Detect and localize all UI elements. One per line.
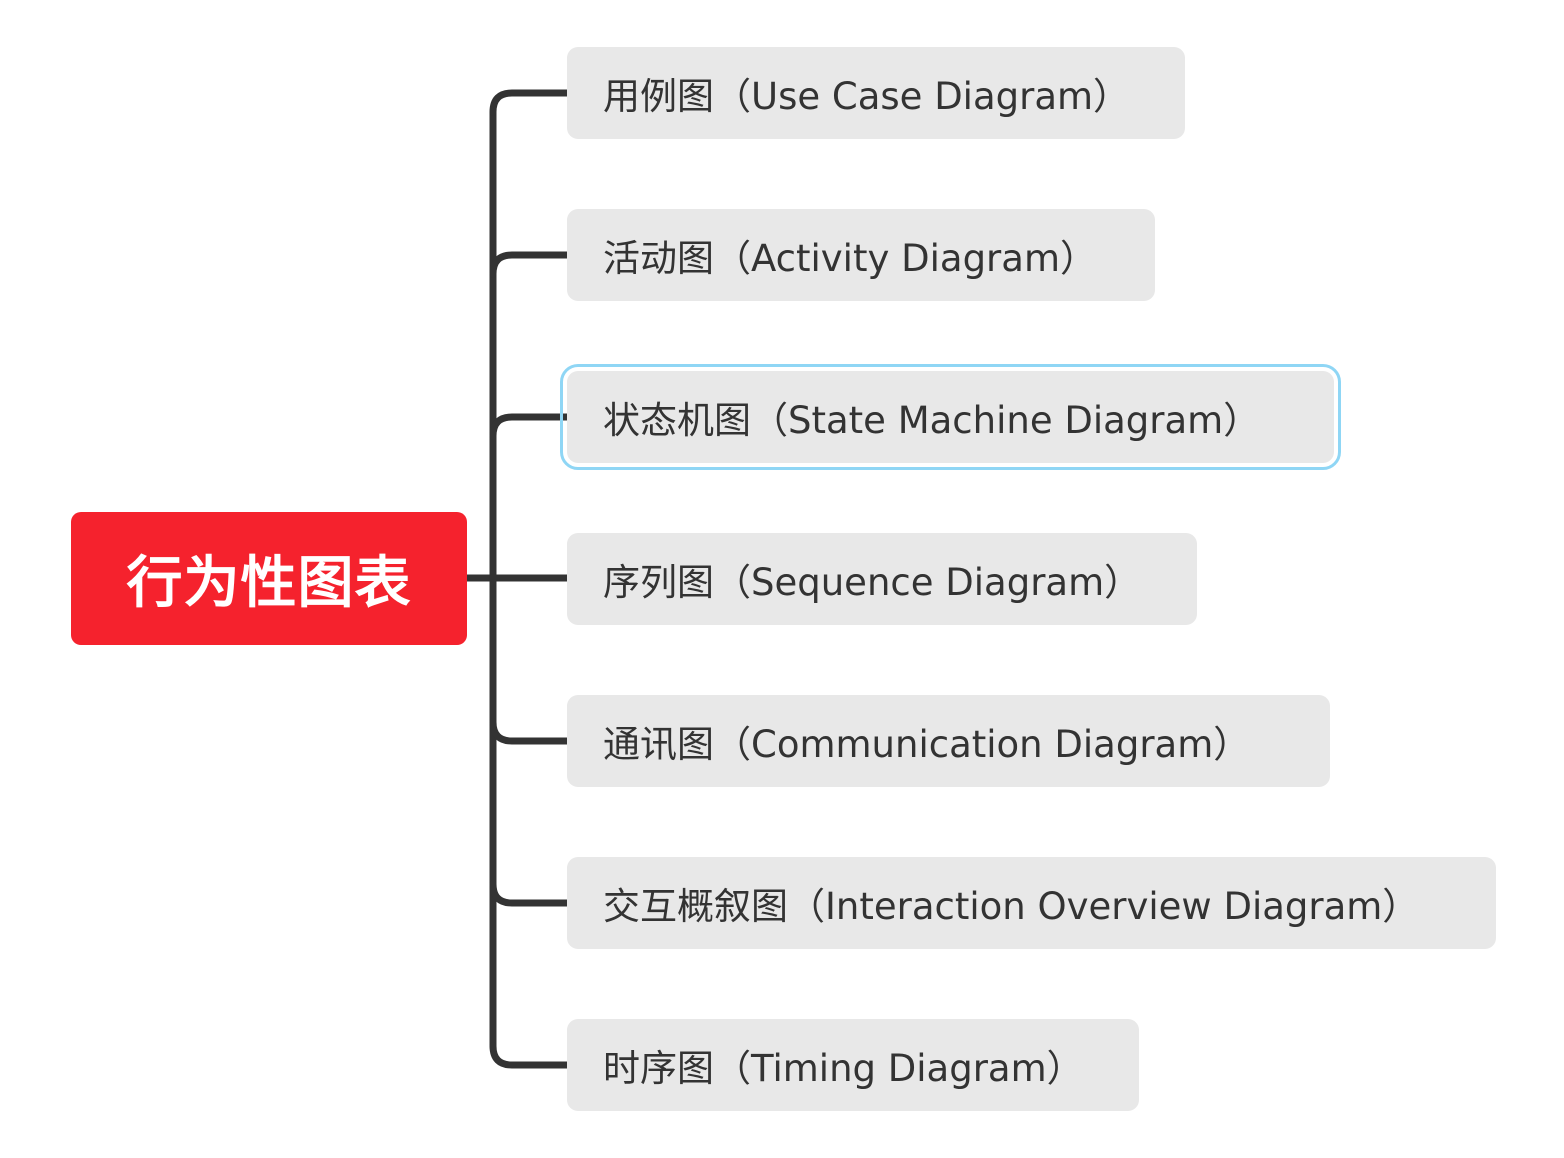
connector-branch-3 [489, 413, 571, 440]
topic-activity-diagram[interactable]: 活动图（Activity Diagram） [567, 209, 1155, 301]
topic-use-case-diagram[interactable]: 用例图（Use Case Diagram） [567, 47, 1185, 139]
connector-branch-7 [489, 1042, 571, 1069]
topic-timing-diagram[interactable]: 时序图（Timing Diagram） [567, 1019, 1139, 1111]
connector-branch-1 [489, 89, 571, 116]
topic-sequence-diagram[interactable]: 序列图（Sequence Diagram） [567, 533, 1197, 625]
topic-state-machine-diagram[interactable]: 状态机图（State Machine Diagram） [560, 364, 1341, 470]
connector-branch-6 [489, 880, 571, 907]
connector-branch-5 [489, 718, 571, 745]
topic-interaction-overview-diagram[interactable]: 交互概叙图（Interaction Overview Diagram） [567, 857, 1496, 949]
connector-branch-2 [489, 251, 571, 278]
topic-communication-diagram[interactable]: 通讯图（Communication Diagram） [567, 695, 1330, 787]
root-topic[interactable]: 行为性图表 [71, 512, 467, 645]
